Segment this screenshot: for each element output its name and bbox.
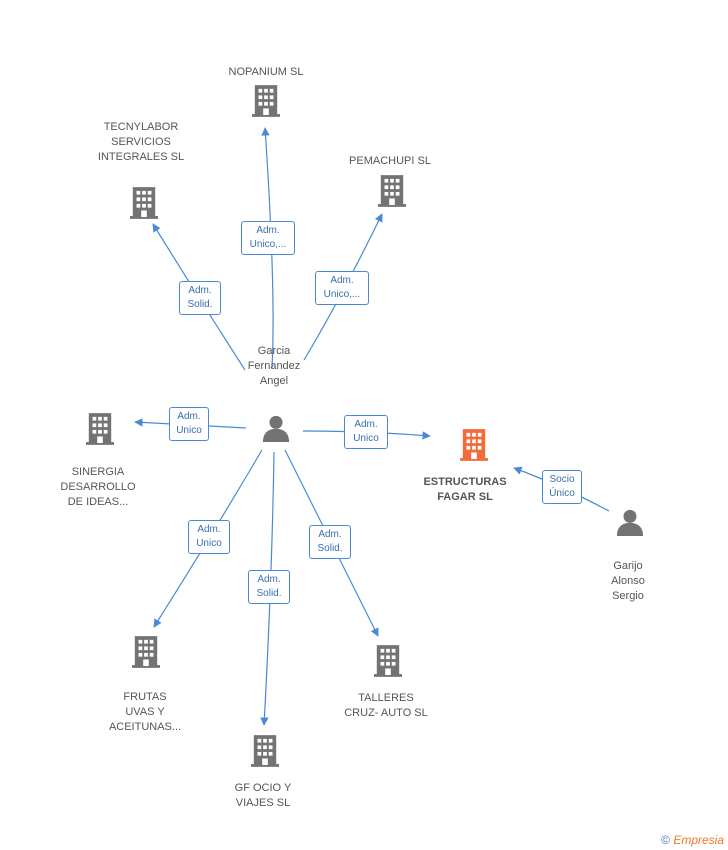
node-label-tecnylabor[interactable]: TECNYLABOR SERVICIOS INTEGRALES SL [97,121,185,163]
building-icon-tecnylabor[interactable] [130,187,158,219]
edge-label-garcia-frutas[interactable]: Adm. Unico [188,520,230,554]
building-icon-frutas[interactable] [132,636,160,668]
copyright-icon: © [661,833,670,847]
edge-label-garcia-gfocio[interactable]: Adm. Solid. [248,570,290,604]
node-label-nopanium[interactable]: NOPANIUM SL [228,66,304,78]
edge-label-garcia-sinergia[interactable]: Adm. Unico [169,407,209,441]
building-icon-pemachupi[interactable] [378,175,406,207]
node-label-sinergia[interactable]: SINERGIA DESARROLLO DE IDEAS... [60,466,136,508]
brand-logo[interactable]: Empresia [673,833,724,847]
edge-label-garcia-pemachupi[interactable]: Adm. Unico,... [315,271,369,305]
node-label-talleres[interactable]: TALLERES CRUZ- AUTO SL [344,692,428,719]
edge-label-garijo-estructuras[interactable]: Socio Único [542,470,582,504]
node-label-frutas[interactable]: FRUTAS UVAS Y ACEITUNAS... [108,691,182,733]
edge-label-garcia-estructuras[interactable]: Adm. Unico [344,415,388,449]
edge-label-garcia-nopanium[interactable]: Adm. Unico,... [241,221,295,255]
node-label-estructuras[interactable]: ESTRUCTURAS FAGAR SL [423,476,507,503]
footer-credit: © Empresia [661,833,724,847]
edge-label-garcia-talleres[interactable]: Adm. Solid. [309,525,351,559]
node-label-garijo[interactable]: Garijo Alonso Sergio [611,560,645,602]
node-label-pemachupi[interactable]: PEMACHUPI SL [349,155,431,167]
edge-label-garcia-tecnylabor[interactable]: Adm. Solid. [179,281,221,315]
person-icon-garijo[interactable] [616,509,644,536]
building-icon-estructuras[interactable] [460,429,488,461]
building-icon-gfocio[interactable] [251,735,279,767]
building-icon-talleres[interactable] [374,645,402,677]
node-label-garcia[interactable]: Garcia Fernandez Angel [247,345,301,387]
edge-garcia-nopanium [261,127,274,369]
node-label-gfocio[interactable]: GF OCIO Y VIAJES SL [234,782,292,809]
person-icon-garcia[interactable] [262,415,290,442]
building-icon-sinergia[interactable] [86,413,114,445]
building-icon-nopanium[interactable] [252,85,280,117]
